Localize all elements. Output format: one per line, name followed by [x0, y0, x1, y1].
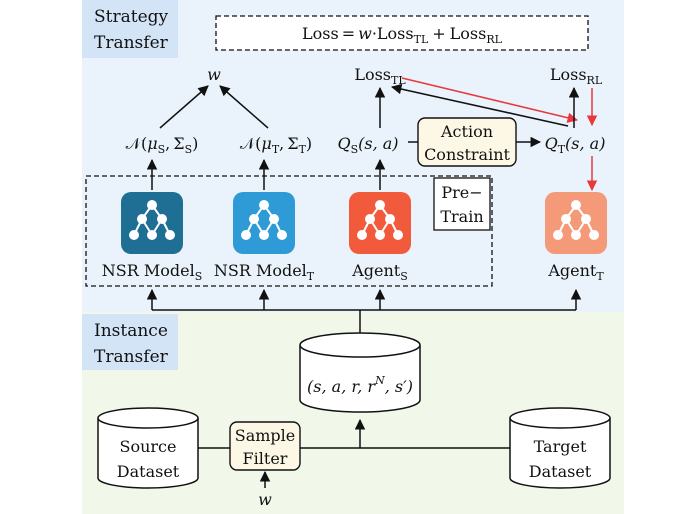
loss-formula-box	[215, 15, 589, 51]
pretrain-line2: Train	[440, 207, 483, 226]
instance-label-line1: Instance	[94, 321, 168, 341]
target-dataset-cylinder	[509, 407, 611, 489]
network-icon	[241, 200, 287, 240]
normal-dist-s: 𝒩(μS,ΣS)	[126, 134, 199, 156]
target-dataset-line2: Dataset	[529, 462, 592, 481]
instance-label-box	[82, 314, 178, 370]
source-dataset-line1: Source	[120, 437, 177, 456]
strategy-label-box	[82, 0, 178, 58]
target-dataset-line1: Target	[534, 437, 587, 456]
models-layer: NSR ModelS NSR ModelT AgentS AgentT	[102, 192, 607, 283]
network-icon	[129, 200, 175, 240]
agent-s-model: AgentS	[349, 192, 411, 283]
nsr-s-model: NSR ModelS	[102, 192, 202, 283]
w-filter-input: w	[258, 490, 272, 509]
network-icon	[553, 200, 599, 240]
nsr-t-label: NSR ModelT	[214, 261, 315, 283]
action-constraint-line2: Constraint	[424, 145, 510, 164]
q-source-node: QS(s, a)	[337, 134, 398, 156]
replay-buffer-cylinder	[299, 332, 421, 413]
source-dataset-cylinder	[97, 407, 199, 489]
sample-filter-line2: Filter	[243, 449, 288, 468]
loss-tl-node: LossTL	[354, 65, 406, 87]
source-dataset-line2: Dataset	[117, 462, 180, 481]
agent-t-label: AgentT	[547, 261, 604, 283]
agent-s-label: AgentS	[351, 261, 408, 283]
agent-t-model: AgentT	[545, 192, 607, 283]
pretrain-label-box	[433, 177, 491, 231]
network-icon	[357, 200, 403, 240]
w-weight-label: w	[207, 65, 221, 84]
nsr-t-model: NSR ModelT	[214, 192, 315, 283]
normal-dist-t: 𝒩(μT,ΣT)	[240, 134, 312, 156]
instance-label-line2: Transfer	[94, 347, 169, 367]
nsr-s-label: NSR ModelS	[102, 261, 202, 283]
loss-rl-node: LossRL	[550, 65, 603, 87]
pretrain-line1: Pre−	[441, 183, 482, 202]
arrow-normal-s-to-w	[159, 85, 209, 129]
q-target-node: QT(s, a)	[545, 134, 606, 156]
sample-filter-box	[229, 421, 301, 471]
sample-filter-line1: Sample	[235, 426, 296, 445]
arrow-qt-to-loss-tl	[390, 83, 569, 127]
pretrain-group-box	[85, 175, 493, 287]
arrow-loss-tl-to-qt-red	[401, 77, 579, 123]
action-constraint-line1: Action	[440, 122, 493, 141]
replay-buffer-label: (s, a, r, rN, s′)	[307, 374, 413, 396]
arrow-normal-t-to-w	[219, 85, 269, 129]
loss-formula: Loss=w·LossTL+LossRL	[302, 24, 503, 46]
strategy-label-line2: Transfer	[94, 33, 169, 53]
strategy-label-line1: Strategy	[94, 7, 169, 27]
